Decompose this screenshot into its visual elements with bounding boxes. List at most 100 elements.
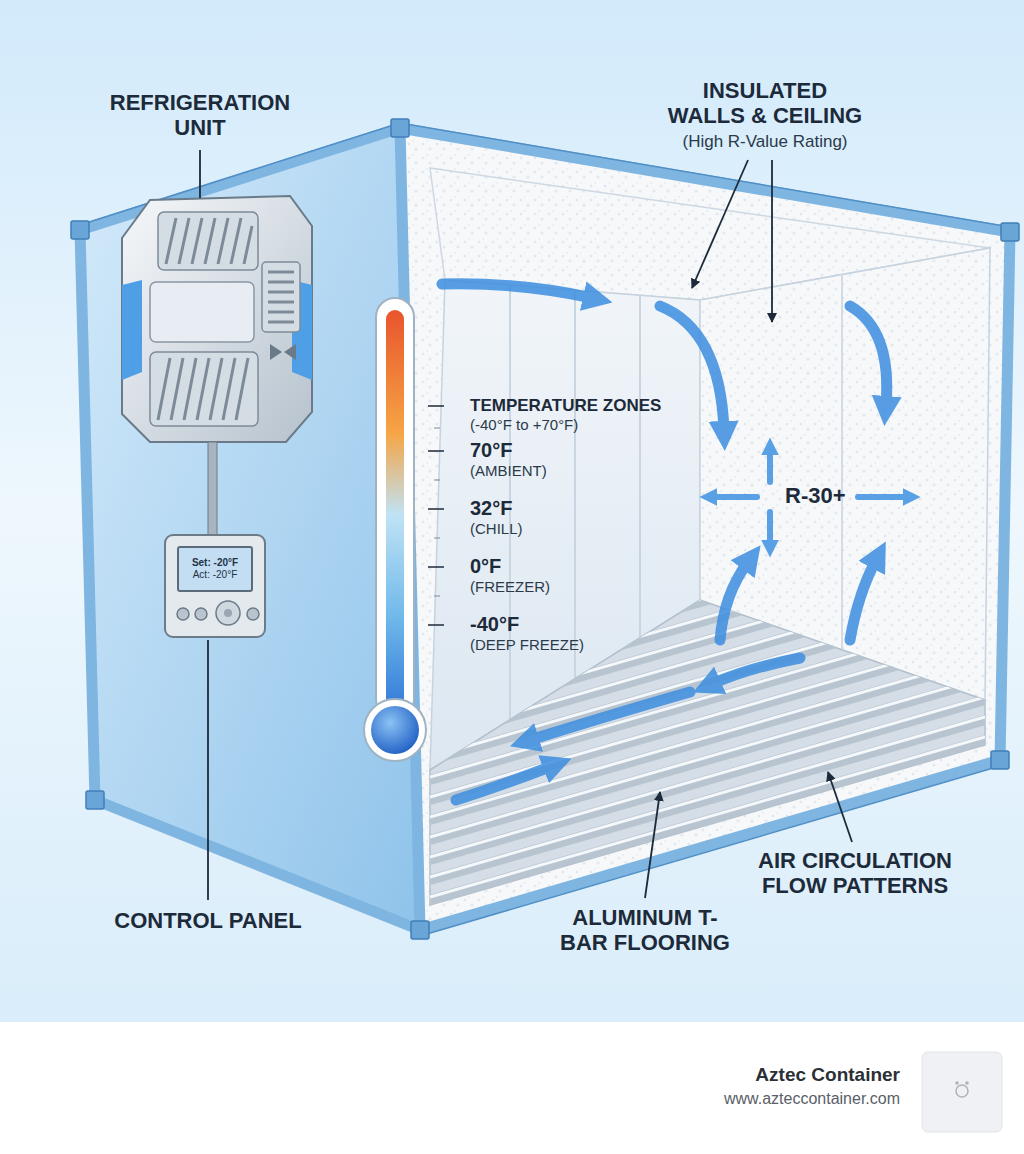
corner-casting bbox=[71, 221, 89, 239]
t-bar-floor bbox=[430, 597, 985, 757]
refrigeration-unit bbox=[268, 301, 294, 304]
corner-casting bbox=[991, 751, 1009, 769]
refrigeration-unit bbox=[150, 352, 258, 426]
control-panel bbox=[247, 608, 259, 620]
refrigeration-unit bbox=[218, 218, 228, 264]
refrigeration-unit bbox=[268, 321, 294, 324]
refrigeration-unit bbox=[158, 212, 258, 270]
refrigeration-unit bbox=[122, 280, 142, 380]
brand-name: Aztec Container bbox=[540, 1064, 900, 1086]
thermometer bbox=[364, 298, 444, 761]
t-bar-floor bbox=[430, 617, 985, 777]
t-bar-floor bbox=[430, 517, 985, 677]
temperature-value: 0°F bbox=[470, 555, 630, 578]
background bbox=[0, 0, 1024, 1022]
thermometer bbox=[434, 596, 440, 597]
r-value-arrows bbox=[767, 512, 773, 545]
thermometer bbox=[428, 566, 444, 568]
thermometer bbox=[428, 405, 444, 407]
air-flow-arrows bbox=[442, 284, 887, 800]
part-label: AIR CIRCULATION FLOW PATTERNS bbox=[745, 848, 965, 899]
refrigeration-unit bbox=[122, 196, 312, 442]
air-flow-arrows bbox=[850, 560, 876, 640]
refrigeration-unit bbox=[197, 358, 209, 420]
refrigeration-unit bbox=[171, 358, 183, 420]
refrigeration-unit bbox=[268, 291, 294, 294]
t-bar-floor bbox=[430, 557, 985, 717]
thermometer bbox=[386, 310, 404, 720]
refrigeration-unit bbox=[262, 262, 300, 332]
temperature-value: 32°F bbox=[470, 497, 630, 520]
refrigeration-unit bbox=[158, 358, 248, 420]
thermometer bbox=[371, 706, 419, 754]
corner-casting bbox=[86, 791, 104, 809]
control-panel bbox=[165, 442, 265, 637]
thermometer bbox=[428, 508, 444, 510]
t-bar-floor bbox=[430, 637, 985, 797]
brand-logo bbox=[922, 1052, 1002, 1132]
control-panel bbox=[165, 535, 265, 637]
refrigeration-unit bbox=[166, 218, 252, 264]
corner-casting bbox=[411, 921, 429, 939]
zone-name: (DEEP FREEZE) bbox=[470, 636, 670, 653]
leader-lines bbox=[692, 160, 748, 288]
t-bar-floor bbox=[430, 577, 985, 737]
corner-casting bbox=[71, 119, 1019, 939]
container-frame bbox=[400, 128, 1010, 232]
refrigeration-unit bbox=[150, 282, 254, 342]
leader-lines bbox=[771, 160, 773, 322]
refrigeration-unit bbox=[268, 271, 294, 274]
r-value-arrows bbox=[712, 450, 908, 545]
container-interior bbox=[400, 128, 1010, 930]
container-frame bbox=[80, 128, 1010, 930]
container-interior bbox=[400, 128, 1010, 930]
brand-logo bbox=[965, 1081, 969, 1085]
t-bar-floor bbox=[430, 517, 985, 897]
container-interior bbox=[639, 295, 641, 646]
container-interior bbox=[430, 600, 985, 905]
refrigeration-unit bbox=[284, 344, 296, 360]
container-end-wall bbox=[80, 128, 420, 930]
temperature-value: -40°F bbox=[470, 613, 630, 636]
part-label: REFRIGERATION UNIT bbox=[100, 90, 300, 141]
scale-heading: TEMPERATURE ZONES bbox=[470, 396, 730, 416]
container-frame bbox=[420, 760, 1000, 930]
leader-lines bbox=[828, 772, 852, 842]
container-interior bbox=[574, 290, 576, 688]
r-value-label: R-30+ bbox=[785, 483, 875, 508]
display-screen: Set: -20°FAct: -20°F bbox=[177, 546, 253, 592]
thermometer bbox=[428, 624, 444, 626]
control-panel bbox=[224, 609, 232, 617]
control-panel bbox=[177, 608, 189, 620]
container-end-wall bbox=[80, 128, 420, 930]
frame-highlight bbox=[400, 123, 1010, 227]
zone-name: (FREEZER) bbox=[470, 578, 670, 595]
r-value-arrows bbox=[712, 494, 757, 500]
container-frame bbox=[1000, 232, 1010, 760]
part-label: ALUMINUM T-BAR FLOORING bbox=[555, 905, 735, 956]
leader-lines bbox=[645, 792, 660, 898]
air-flow-arrows bbox=[660, 306, 724, 430]
leader-lines bbox=[200, 150, 852, 900]
leader-lines bbox=[207, 640, 209, 900]
part-label: INSULATED WALLS & CEILING bbox=[663, 78, 867, 129]
part-label: CONTROL PANEL bbox=[98, 908, 318, 933]
corner-casting bbox=[391, 119, 409, 137]
control-panel bbox=[216, 601, 240, 625]
refrigeration-unit bbox=[179, 218, 189, 264]
t-bar-floor bbox=[430, 537, 985, 697]
thermometer bbox=[434, 428, 440, 596]
r-value-arrows bbox=[767, 450, 773, 482]
t-bar-floor bbox=[430, 697, 985, 857]
refrigeration-unit bbox=[236, 358, 248, 420]
brand-logo bbox=[956, 1085, 968, 1097]
air-flow-arrows bbox=[442, 284, 592, 298]
refrigeration-unit bbox=[268, 311, 294, 314]
refrigeration-unit bbox=[192, 218, 202, 264]
refrigeration-unit bbox=[270, 344, 282, 360]
air-flow-arrows bbox=[712, 658, 800, 684]
